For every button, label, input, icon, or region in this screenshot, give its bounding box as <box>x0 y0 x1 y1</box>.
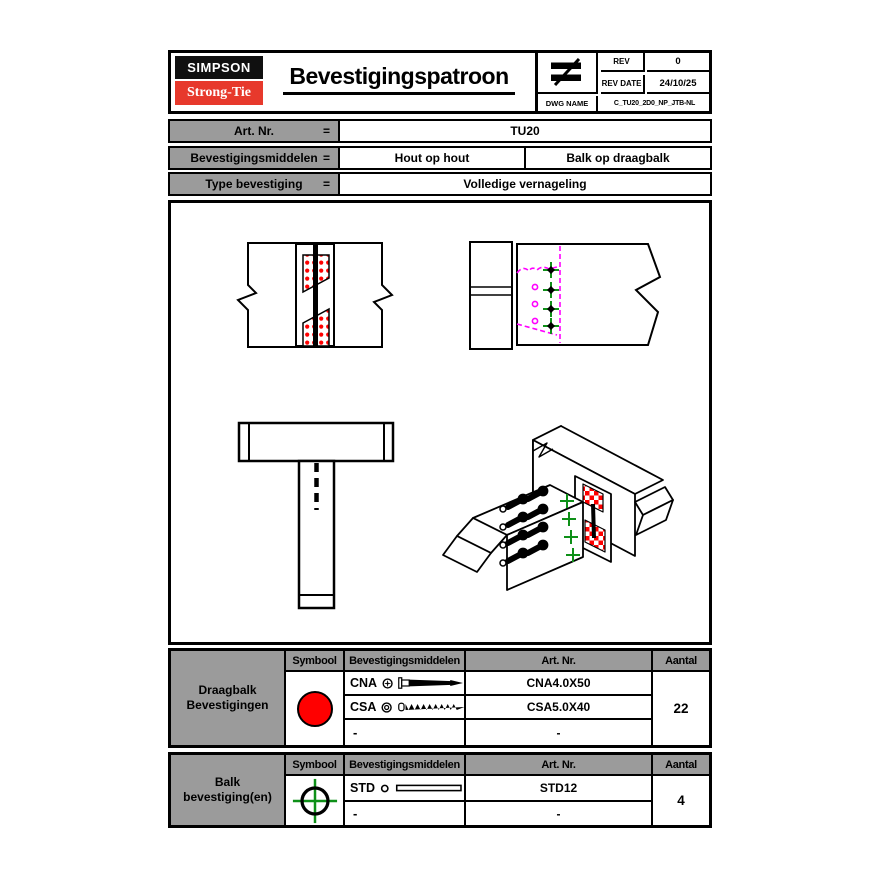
art-nr-cell: - <box>466 802 653 825</box>
not-equal-projection-icon <box>551 58 581 87</box>
top-view-drawing <box>237 421 395 610</box>
col-header-symbool: Symbool <box>286 651 345 672</box>
fastener-code: CNA <box>350 676 378 690</box>
fastener-empty-row: - <box>345 720 466 745</box>
rev-value: 0 <box>647 53 709 72</box>
drawing-area <box>168 200 712 645</box>
col-header-bevestigingsmiddelen: Bevestigingsmiddelen <box>345 651 466 672</box>
art-nr-label: Art. Nr. <box>233 124 274 138</box>
beam-fastener-symbols <box>543 262 559 334</box>
group-label-balk: Balk bevestiging(en) <box>171 755 286 825</box>
art-nr-cell: CNA4.0X50 <box>466 672 653 696</box>
dowel-icon <box>395 784 462 792</box>
technical-views <box>236 241 674 610</box>
equals-sign: = <box>322 151 330 165</box>
front-view-drawing <box>236 242 394 348</box>
art-nr-cell: STD12 <box>466 776 653 802</box>
isometric-view-drawing <box>442 425 674 591</box>
projection-symbol-cell <box>538 53 598 94</box>
nail-head-icon <box>382 677 393 689</box>
fasteners-value-1: Hout op hout <box>394 151 470 165</box>
title-wrap: Bevestigingspatroon <box>263 53 535 105</box>
balk-fastener-table: Balk bevestiging(en) Symbool Bevestiging… <box>168 752 712 828</box>
green-crosshair-symbol <box>292 778 337 823</box>
col-header-bevestigingsmiddelen: Bevestigingsmiddelen <box>345 755 466 776</box>
art-nr-value: TU20 <box>510 124 540 138</box>
rev-label: REV <box>600 53 645 72</box>
fastener-code: CSA <box>350 700 377 714</box>
fastener-code: STD <box>350 781 375 795</box>
col-header-aantal: Aantal <box>653 651 709 672</box>
logo-strongtie: Strong-Tie <box>175 81 263 105</box>
beam-fastener-marks <box>560 494 580 562</box>
type-value: Volledige vernageling <box>463 177 587 191</box>
info-row-type-bevestiging: Type bevestiging = Volledige vernageling <box>168 172 712 196</box>
col-header-symbool: Symbool <box>286 755 345 776</box>
aantal-value: 22 <box>673 701 689 716</box>
group-label-draagbalk: Draagbalk Bevestigingen <box>171 651 286 745</box>
revision-block: REV 0 REV DATE 24/10/25 DWG NAME C_TU20_… <box>535 53 709 111</box>
col-header-art-nr: Art. Nr. <box>466 755 653 776</box>
side-view-drawing <box>469 241 662 350</box>
fasteners-value-2: Balk op draagbalk <box>524 148 710 168</box>
col-header-aantal: Aantal <box>653 755 709 776</box>
nail-icon <box>398 677 464 689</box>
fasteners-label: Bevestigingsmiddelen <box>190 151 318 165</box>
aantal-value: 4 <box>677 793 685 808</box>
break-ribbon <box>442 535 492 573</box>
technical-drawing-sheet: SIMPSON Strong-Tie Bevestigingspatroon R… <box>168 48 712 832</box>
art-nr-cell: CSA5.0X40 <box>466 696 653 720</box>
screw-head-icon <box>381 701 393 713</box>
art-nr-cell: - <box>466 720 653 745</box>
equals-sign: = <box>322 177 330 191</box>
dowel-head-icon <box>380 784 389 792</box>
info-row-bevestigingsmiddelen: Bevestigingsmiddelen = Hout op hout Balk … <box>168 146 712 170</box>
screw-icon <box>397 702 464 712</box>
logo-simpson: SIMPSON <box>175 56 263 79</box>
title-block: SIMPSON Strong-Tie Bevestigingspatroon R… <box>168 50 712 114</box>
break-ribbon <box>635 499 674 536</box>
dowel-fasteners <box>499 485 549 567</box>
rev-date-value: 24/10/25 <box>647 75 709 94</box>
fastener-empty-row: - <box>345 802 466 825</box>
page-title: Bevestigingspatroon <box>283 63 515 95</box>
equals-sign: = <box>322 124 330 138</box>
rev-date-label: REV DATE <box>600 74 645 94</box>
draagbalk-fastener-table: Draagbalk Bevestigingen Symbool Bevestig… <box>168 648 712 748</box>
info-row-art-nr: Art. Nr. = TU20 <box>168 119 712 143</box>
type-label: Type bevestiging <box>205 177 303 191</box>
simpson-strongtie-logo: SIMPSON Strong-Tie <box>175 56 263 105</box>
dwg-name-value: C_TU20_2D0_NP_JTB-NL <box>613 100 696 107</box>
red-circle-symbol <box>296 690 333 727</box>
col-header-art-nr: Art. Nr. <box>466 651 653 672</box>
dwg-name-label: DWG NAME <box>538 96 598 111</box>
